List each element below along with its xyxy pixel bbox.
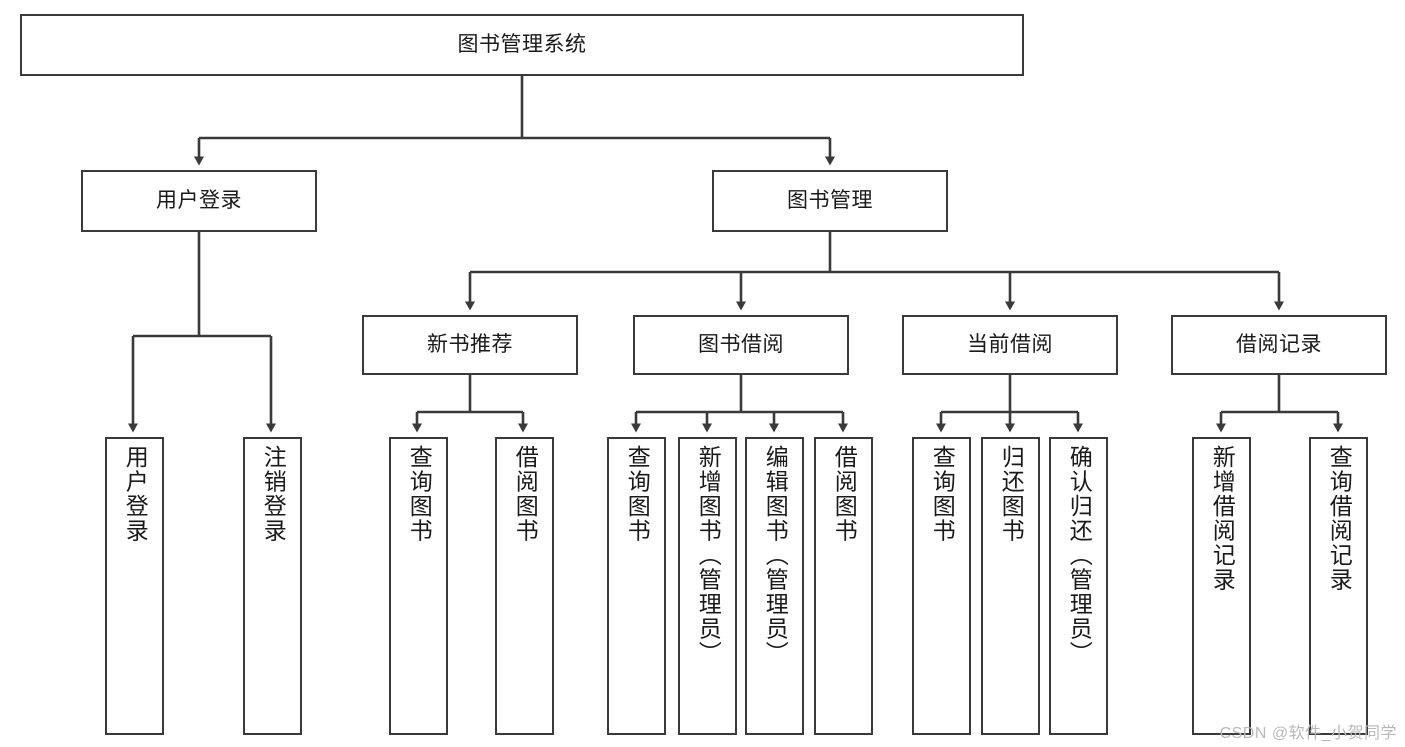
node-label: 图书管理 [787,188,873,212]
node-book-borrow[interactable]: 图书借阅 [633,315,849,375]
node-root-book-management-system[interactable]: 图书管理系统 [20,14,1024,76]
node-label: 确认归还（管理员） [1066,445,1093,666]
node-label: 新书推荐 [427,332,513,356]
node-label: 查询图书 [624,445,651,543]
leaf-borrow-book-recommend[interactable]: 借阅图书 [495,437,554,735]
node-label: 查询图书 [929,445,956,543]
node-label: 当前借阅 [967,332,1053,356]
leaf-query-book-recommend[interactable]: 查询图书 [389,437,448,735]
node-borrow-record[interactable]: 借阅记录 [1171,315,1387,375]
leaf-edit-book-admin[interactable]: 编辑图书（管理员） [745,437,804,735]
node-label: 用户登录 [156,188,242,212]
leaf-confirm-return-admin[interactable]: 确认归还（管理员） [1049,437,1108,735]
leaf-add-book-admin[interactable]: 新增图书（管理员） [678,437,737,735]
leaf-borrow-book[interactable]: 借阅图书 [814,437,873,735]
node-label: 注销登录 [260,445,287,543]
leaf-user-login[interactable]: 用户登录 [105,437,164,735]
node-new-book-recommend[interactable]: 新书推荐 [362,315,578,375]
node-label: 新增图书（管理员） [695,445,722,666]
node-label: 查询图书 [406,445,433,543]
node-label: 编辑图书（管理员） [762,445,789,666]
node-current-borrow[interactable]: 当前借阅 [902,315,1118,375]
node-book-management[interactable]: 图书管理 [712,170,948,232]
leaf-query-book-borrow[interactable]: 查询图书 [607,437,666,735]
leaf-logout-login[interactable]: 注销登录 [243,437,302,735]
node-label: 查询借阅记录 [1326,445,1353,592]
node-label: 图书借阅 [698,332,784,356]
leaf-query-book-current[interactable]: 查询图书 [912,437,971,735]
node-label: 新增借阅记录 [1209,445,1236,592]
csdn-watermark: CSDN @软件_小贺同学 [1219,725,1397,742]
node-label: 借阅记录 [1236,332,1322,356]
node-label: 用户登录 [122,445,149,543]
leaf-add-borrow-record[interactable]: 新增借阅记录 [1192,437,1251,735]
node-label: 借阅图书 [831,445,858,543]
node-label: 借阅图书 [512,445,539,543]
leaf-return-book[interactable]: 归还图书 [981,437,1040,735]
node-user-login[interactable]: 用户登录 [81,170,317,232]
node-label: 归还图书 [998,445,1025,543]
leaf-query-borrow-record[interactable]: 查询借阅记录 [1309,437,1368,735]
node-label: 图书管理系统 [457,32,587,56]
